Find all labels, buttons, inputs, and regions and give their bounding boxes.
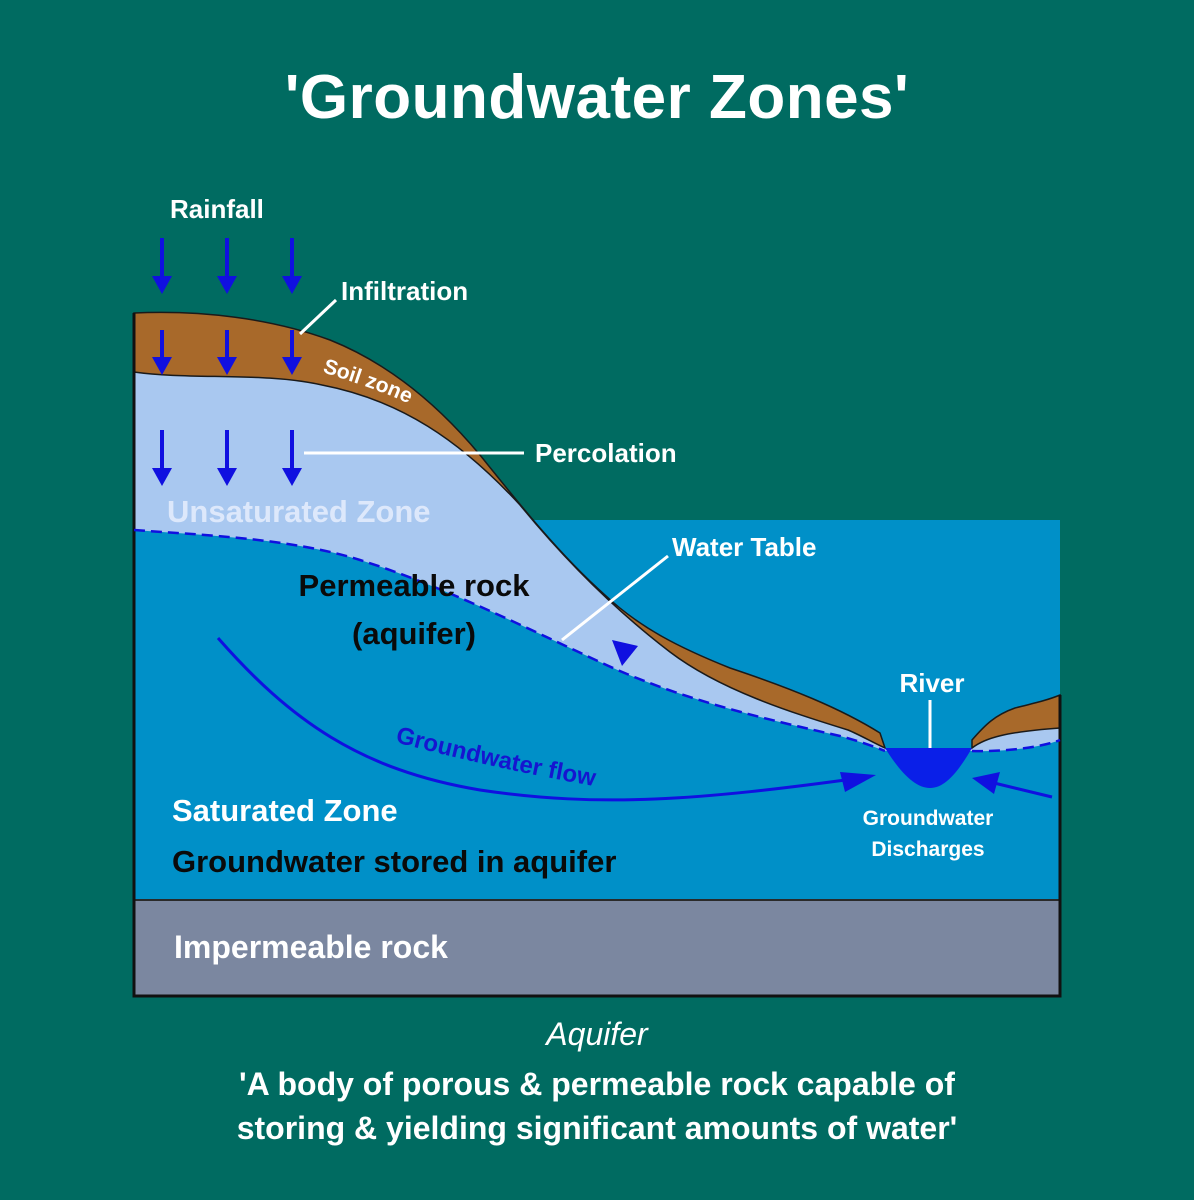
impermeable-rock-layer xyxy=(134,900,1060,996)
definition-text: 'A body of porous & permeable rock capab… xyxy=(0,1062,1194,1150)
definition-line-1: 'A body of porous & permeable rock capab… xyxy=(239,1066,955,1102)
water-table-marker-icon xyxy=(612,640,638,666)
soil-zone xyxy=(133,311,887,750)
diagram-frame xyxy=(132,313,1062,998)
infiltration-leader-line xyxy=(298,298,338,336)
saturated-zone xyxy=(134,520,1060,900)
rainfall-label: Rainfall xyxy=(170,194,264,224)
down-arrow-icon xyxy=(282,430,302,486)
down-arrow-icon xyxy=(217,330,237,375)
definition-line-2: storing & yielding significant amounts o… xyxy=(236,1110,958,1146)
infiltration-arrows xyxy=(152,330,302,375)
down-arrow-icon xyxy=(282,238,302,294)
water-table-label: Water Table xyxy=(672,532,816,562)
soil-zone-right xyxy=(971,693,1061,750)
groundwater-stored-label: Groundwater stored in aquifer xyxy=(172,844,616,879)
down-arrow-icon xyxy=(152,238,172,294)
discharges-label-line2: Discharges xyxy=(871,838,984,861)
saturated-zone-label: Saturated Zone xyxy=(172,793,398,828)
discharge-arrowhead-icon xyxy=(972,772,1000,794)
discharges-label-line1: Groundwater xyxy=(863,807,994,830)
down-arrow-icon xyxy=(217,238,237,294)
down-arrow-icon xyxy=(282,330,302,375)
aquifer-label: (aquifer) xyxy=(352,616,476,651)
river xyxy=(885,748,972,788)
unsaturated-zone xyxy=(134,372,1060,752)
flow-arrowhead-icon xyxy=(840,772,876,792)
percolation-label: Percolation xyxy=(535,438,677,468)
groundwater-flow-arrow xyxy=(216,637,861,802)
down-arrow-icon xyxy=(152,430,172,486)
permeable-rock-label: Permeable rock xyxy=(299,568,531,603)
rainfall-arrows xyxy=(152,238,302,294)
definition-term: Aquifer xyxy=(546,1016,648,1052)
percolation-arrows xyxy=(152,430,302,486)
water-table-line-right xyxy=(971,738,1061,753)
impermeable-rock-label: Impermeable rock xyxy=(174,929,448,965)
page-title: 'Groundwater Zones' xyxy=(284,63,910,132)
river-label: River xyxy=(899,668,964,698)
infiltration-label: Infiltration xyxy=(341,276,468,306)
discharge-arrow xyxy=(989,780,1053,799)
down-arrow-icon xyxy=(217,430,237,486)
water-table-leader-line xyxy=(561,554,669,642)
unsaturated-zone-label: Unsaturated Zone xyxy=(167,494,431,529)
down-arrow-icon xyxy=(152,330,172,375)
water-table-line xyxy=(133,528,886,753)
